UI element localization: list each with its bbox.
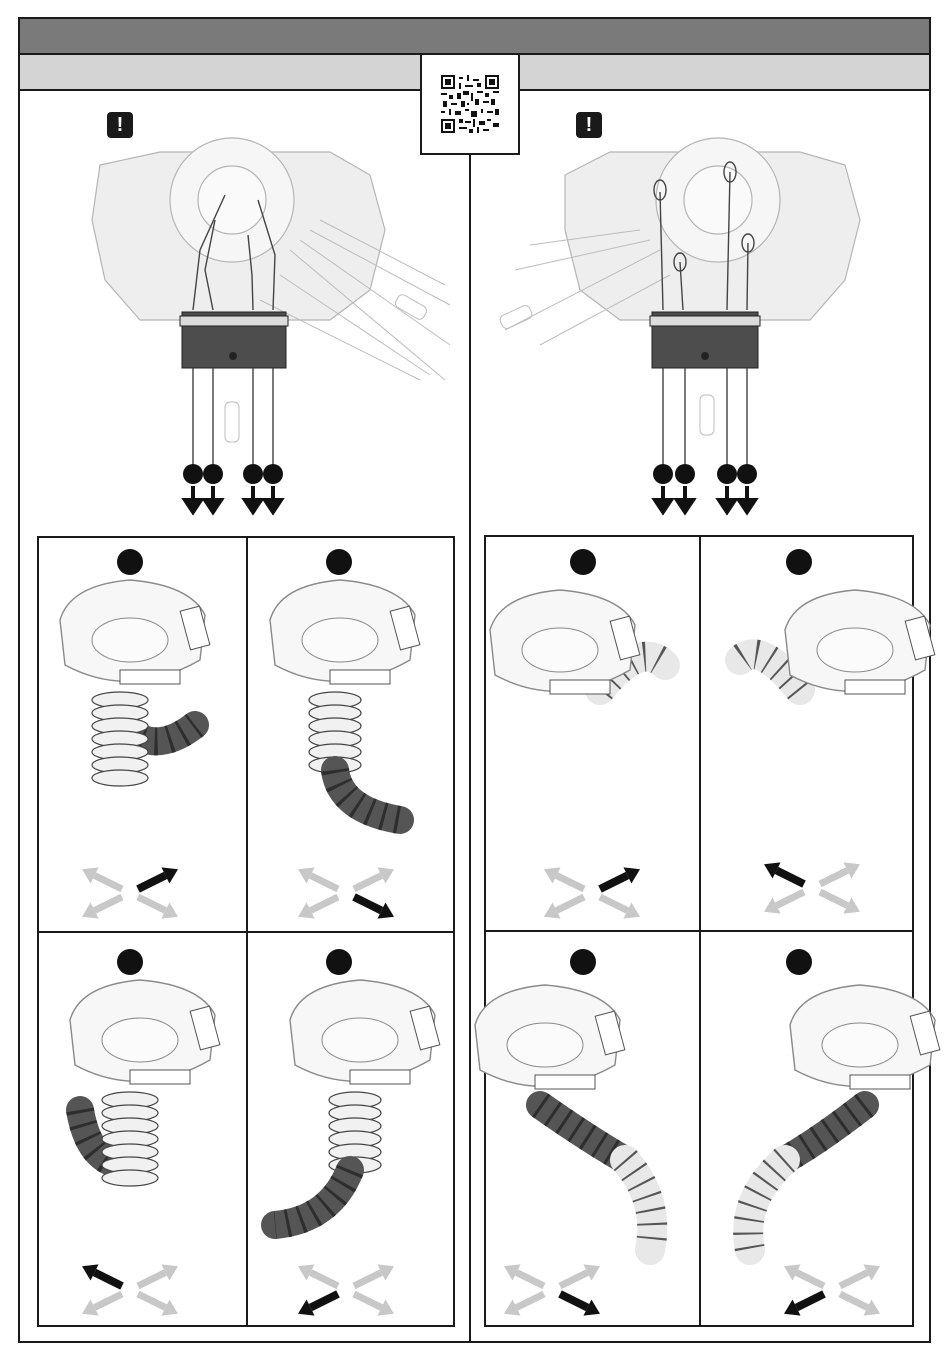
direction-cross [544, 867, 640, 918]
inactive-direction-arrow-icon [560, 1264, 600, 1286]
inactive-direction-arrow-icon [764, 892, 804, 914]
direction-cross [764, 862, 860, 913]
step-illustration [60, 580, 210, 786]
inactive-direction-arrow-icon [840, 1264, 880, 1286]
inactive-direction-arrow-icon [138, 897, 178, 919]
inactive-direction-arrow-icon [298, 867, 338, 889]
direction-cross [82, 1264, 178, 1315]
step-illustration [275, 980, 440, 1225]
inactive-direction-arrow-icon [840, 1294, 880, 1316]
step-illustration [490, 590, 665, 694]
direction-cross [784, 1264, 880, 1315]
inactive-direction-arrow-icon [82, 1294, 122, 1316]
active-direction-arrow-icon [600, 867, 640, 889]
step-illustration [70, 980, 220, 1186]
inactive-direction-arrow-icon [544, 867, 584, 889]
inactive-direction-arrow-icon [504, 1294, 544, 1316]
inactive-direction-arrow-icon [138, 1264, 178, 1286]
inactive-direction-arrow-icon [82, 897, 122, 919]
inactive-direction-arrow-icon [820, 892, 860, 914]
active-direction-arrow-icon [560, 1294, 600, 1316]
inactive-direction-arrow-icon [298, 1264, 338, 1286]
direction-cross [82, 867, 178, 918]
inactive-direction-arrow-icon [354, 867, 394, 889]
active-direction-arrow-icon [82, 1264, 122, 1286]
active-direction-arrow-icon [354, 897, 394, 919]
inactive-direction-arrow-icon [820, 862, 860, 884]
step-illustration [740, 590, 935, 694]
direction-cross [504, 1264, 600, 1315]
active-direction-arrow-icon [764, 862, 804, 884]
step-illustration [748, 985, 940, 1250]
direction-cross [298, 1264, 394, 1315]
inactive-direction-arrow-icon [298, 897, 338, 919]
active-direction-arrow-icon [138, 867, 178, 889]
inactive-direction-arrow-icon [82, 867, 122, 889]
active-direction-arrow-icon [298, 1294, 338, 1316]
inactive-direction-arrow-icon [784, 1264, 824, 1286]
inactive-direction-arrow-icon [504, 1264, 544, 1286]
active-direction-arrow-icon [784, 1294, 824, 1316]
inactive-direction-arrow-icon [354, 1294, 394, 1316]
inactive-direction-arrow-icon [354, 1264, 394, 1286]
inactive-direction-arrow-icon [600, 897, 640, 919]
inactive-direction-arrow-icon [544, 897, 584, 919]
inactive-direction-arrow-icon [138, 1294, 178, 1316]
step-illustration [270, 580, 420, 820]
step-illustration [475, 985, 652, 1250]
direction-cross [298, 867, 394, 918]
